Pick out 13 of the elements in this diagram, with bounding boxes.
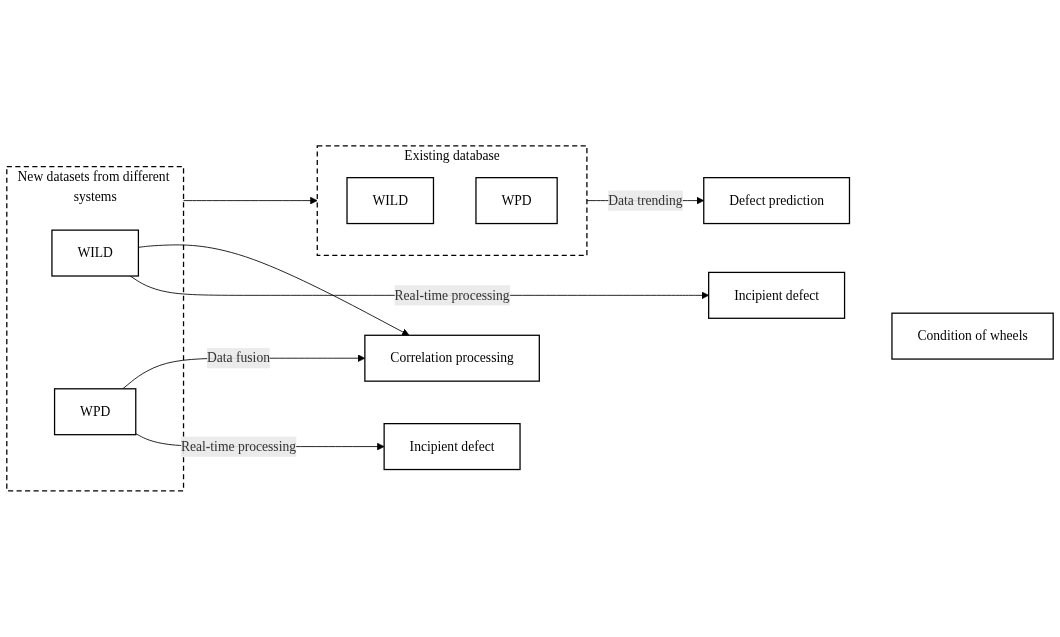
- node-box: Condition of wheels: [891, 312, 1054, 360]
- node-box: Incipient defect: [383, 423, 521, 471]
- edge-label: Real-time processing: [180, 439, 297, 454]
- node-box: WILD: [346, 177, 435, 225]
- node-box: WPD: [475, 177, 558, 225]
- node-box: Correlation processing: [364, 334, 540, 382]
- node-box: Defect prediction: [703, 177, 851, 225]
- edge-label: Data fusion: [206, 350, 270, 366]
- edge-label: Data trending: [608, 193, 683, 208]
- node-box: WPD: [53, 388, 137, 436]
- node-box: WILD: [51, 229, 140, 277]
- node-box: Incipient defect: [708, 272, 846, 320]
- edge-label: Real-time processing: [394, 287, 510, 303]
